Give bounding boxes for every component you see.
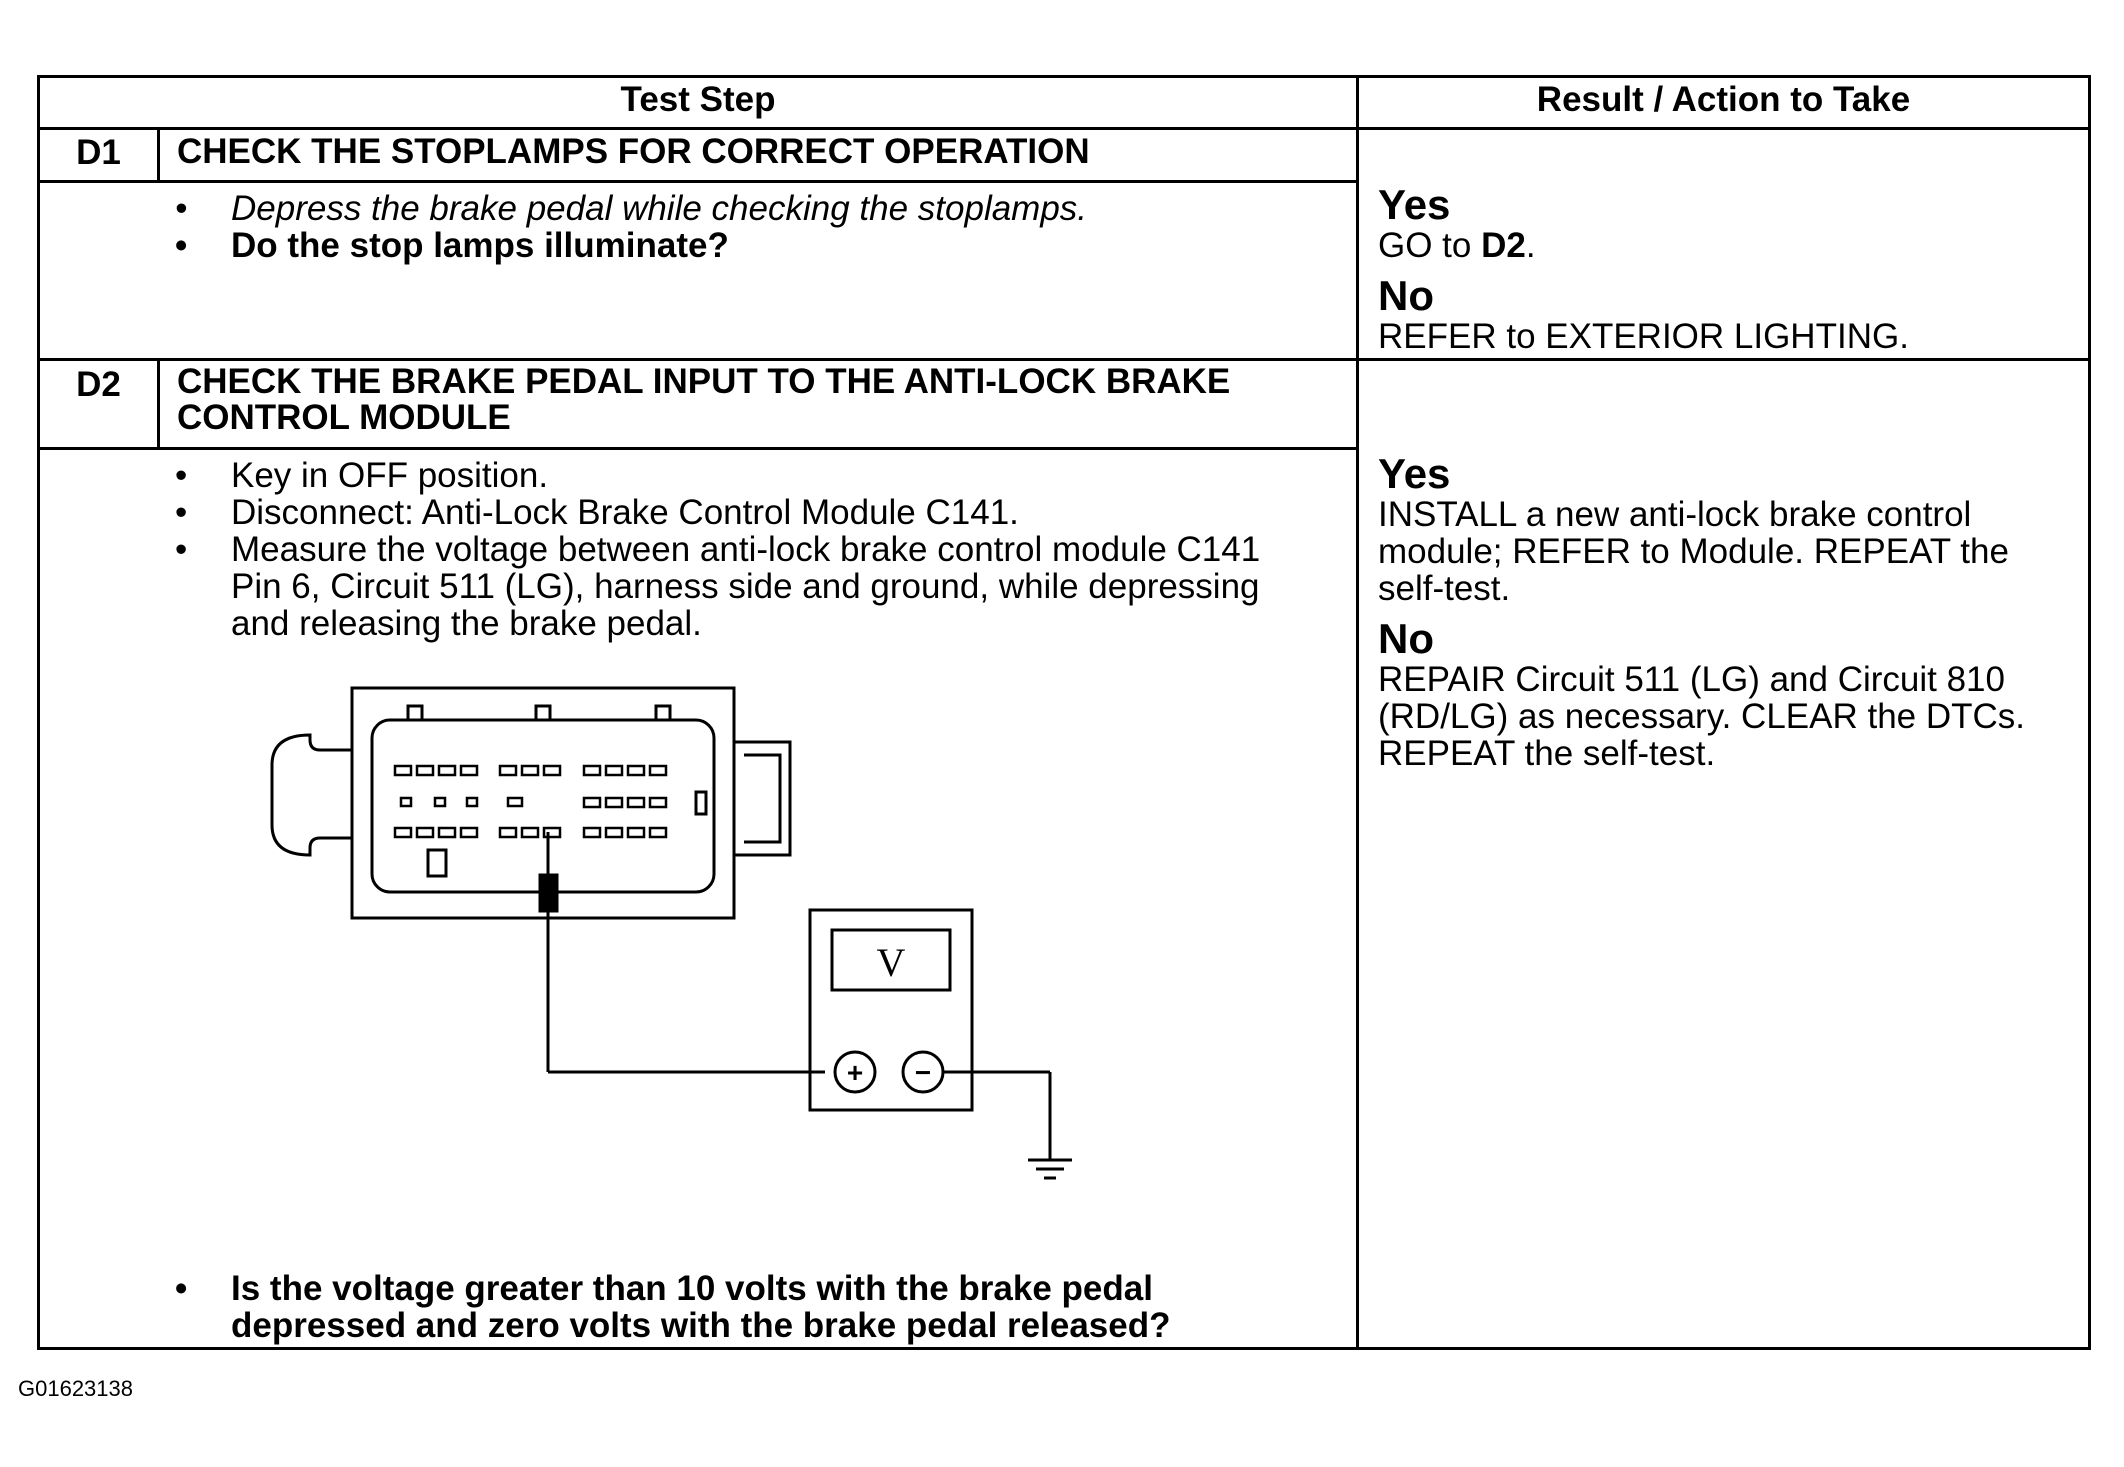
step-d2-id: D2 — [76, 365, 121, 404]
step-d2-question-list: Is the voltage greater than 10 volts wit… — [173, 1270, 1323, 1344]
negative-terminal-label: − — [915, 1057, 931, 1088]
column-divider — [1356, 75, 1359, 1350]
step-d1-yes-action: GO to D2. — [1378, 226, 1536, 265]
voltmeter-positive-terminal — [833, 1050, 877, 1094]
d2-title-bottom-border — [37, 447, 1357, 450]
d1-row-bottom-border — [37, 358, 2091, 361]
step-d1-id: D1 — [76, 133, 121, 172]
step-d2-title: CHECK THE BRAKE PEDAL INPUT TO THE ANTI-… — [177, 362, 1231, 437]
d1-id-divider — [157, 127, 160, 180]
step-d2-result: Yes INSTALL a new anti-lock brake contro… — [1378, 450, 2083, 773]
voltmeter-display — [830, 928, 952, 992]
step-d2-yes-action: INSTALL a new anti-lock brake control mo… — [1378, 495, 2009, 608]
step-d1-yes-label: Yes — [1378, 181, 1451, 228]
header-test-step: Test Step — [620, 80, 776, 119]
step-d2-no-action: REPAIR Circuit 511 (LG) and Circuit 810 … — [1378, 660, 2026, 773]
step-d1-title: CHECK THE STOPLAMPS FOR CORRECT OPERATIO… — [177, 132, 1090, 171]
positive-terminal-label: + — [847, 1057, 863, 1088]
table-right-border — [2088, 75, 2091, 1350]
connector-left-latch — [270, 733, 352, 857]
d2-id-divider — [157, 358, 160, 447]
header-result-action: Result / Action to Take — [1536, 80, 1911, 119]
step-d2-question: Is the voltage greater than 10 volts wit… — [173, 1270, 1323, 1344]
step-d1-goto-target: D2 — [1481, 226, 1526, 265]
header-bottom-border — [37, 127, 2091, 130]
step-d1-instructions: Depress the brake pedal while checking t… — [173, 190, 1343, 264]
step-d2-no-label: No — [1378, 615, 1434, 662]
c141-voltage-measurement-diagram: V + − — [270, 686, 1072, 1180]
figure-id: G01623138 — [18, 1376, 133, 1401]
step-d2-bullet-3: Measure the voltage between anti-lock br… — [173, 531, 1313, 642]
step-d2-yes-label: Yes — [1378, 450, 1451, 497]
table-bottom-border — [37, 1347, 2091, 1350]
voltmeter — [808, 908, 1052, 1160]
step-d1-no-label: No — [1378, 272, 1434, 319]
meter-probe — [538, 832, 825, 1074]
step-d2-bullet-2: Disconnect: Anti-Lock Brake Control Modu… — [173, 494, 1313, 531]
step-d1-bullet-1: Depress the brake pedal while checking t… — [173, 190, 1343, 227]
d1-title-bottom-border — [37, 180, 1357, 183]
table-left-border — [37, 75, 40, 1350]
step-d2-instructions: Key in OFF position. Disconnect: Anti-Lo… — [173, 457, 1313, 642]
step-d1-question: Do the stop lamps illuminate? — [173, 227, 1343, 264]
connector-pin-cavities — [393, 764, 668, 839]
step-d1-result: Yes GO to D2. No REFER to EXTERIOR LIGHT… — [1378, 181, 2078, 356]
table-top-border — [37, 75, 2091, 78]
connector-right-tab — [734, 740, 792, 857]
connector-housing — [350, 686, 736, 920]
step-d1-no-action: REFER to EXTERIOR LIGHTING. — [1378, 317, 1909, 356]
voltmeter-display-label: V — [877, 940, 906, 985]
step-d2-bullet-1: Key in OFF position. — [173, 457, 1313, 494]
ground-symbol — [1028, 1158, 1072, 1180]
